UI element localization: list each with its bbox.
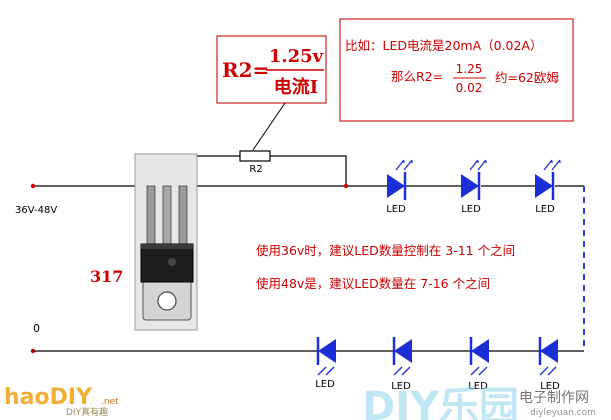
formula-box-border bbox=[216, 35, 327, 104]
led-bottom-label-4: LED bbox=[540, 381, 560, 392]
example-prefix: 那么R2= bbox=[391, 69, 443, 84]
led-bottom-label-3: LED bbox=[468, 381, 488, 392]
ground-label: 0 bbox=[33, 322, 40, 335]
input-terminal bbox=[30, 183, 36, 189]
led-top-2 bbox=[461, 159, 487, 200]
resistor-r2 bbox=[239, 150, 271, 162]
top-wiring bbox=[33, 155, 584, 187]
led-top-label-2: LED bbox=[461, 204, 481, 215]
input-voltage-label: 36V-48V bbox=[15, 205, 57, 216]
watermark-diyleyuan-logo: DIY乐园 bbox=[362, 384, 519, 420]
watermark-haodiy-logo: haoDIY bbox=[4, 385, 93, 410]
regulator-label: 317 bbox=[90, 267, 123, 286]
formula-leader-line bbox=[252, 102, 286, 151]
led-bottom-1 bbox=[316, 337, 336, 376]
example-box: 比如：LED电流是20mA（0.02A） 那么R2= 1.25 0.02 约=6… bbox=[339, 18, 574, 122]
regulator-body bbox=[140, 243, 194, 283]
example-line1: 比如：LED电流是20mA（0.02A） bbox=[345, 38, 543, 53]
example-box-border bbox=[339, 18, 574, 122]
led-bottom-label-1: LED bbox=[315, 379, 335, 390]
regulator-mount-hole bbox=[157, 291, 177, 311]
watermark-haodiy: haoDIY .net DIY真有趣 bbox=[4, 385, 119, 418]
led-bottom-row: LED LED LED LED bbox=[315, 337, 560, 392]
example-denominator: 0.02 bbox=[456, 81, 483, 95]
watermark-diyleyuan-cn: 电子制作网 bbox=[519, 390, 589, 406]
formula-box: R2= 1.25v 电流I bbox=[216, 35, 327, 104]
formula-numerator: 1.25v bbox=[269, 46, 324, 67]
led-bottom-4 bbox=[538, 337, 558, 376]
led-top-1 bbox=[387, 159, 413, 200]
led-top-row: LED LED LED bbox=[386, 159, 561, 215]
formula-lhs: R2= bbox=[222, 58, 269, 82]
junction-dot bbox=[343, 183, 349, 189]
led-bottom-2 bbox=[392, 337, 412, 376]
note-line-36v: 使用36v时，建议LED数量控制在 3-11 个之间 bbox=[256, 243, 515, 258]
led-top-label-1: LED bbox=[386, 204, 406, 215]
led-bottom-3 bbox=[469, 337, 489, 376]
example-suffix: 约=62欧姆 bbox=[495, 70, 559, 85]
note-line-48v: 使用48v是，建议LED数量在 7-16 个之间 bbox=[256, 276, 490, 291]
regulator-317 bbox=[134, 153, 198, 331]
watermark-haodiy-suffix: .net bbox=[101, 397, 119, 407]
led-bottom-label-2: LED bbox=[391, 381, 411, 392]
led-top-label-3: LED bbox=[535, 204, 555, 215]
watermark-diyleyuan-url: diyleyuan.com bbox=[530, 408, 596, 418]
formula-denominator: 电流I bbox=[274, 76, 318, 98]
led-top-3 bbox=[535, 159, 561, 200]
resistor-label: R2 bbox=[249, 164, 262, 175]
example-numerator: 1.25 bbox=[456, 62, 483, 76]
watermark-diyleyuan: DIY乐园 电子制作网 diyleyuan.com bbox=[362, 384, 596, 420]
watermark-haodiy-sub: DIY真有趣 bbox=[66, 406, 108, 418]
